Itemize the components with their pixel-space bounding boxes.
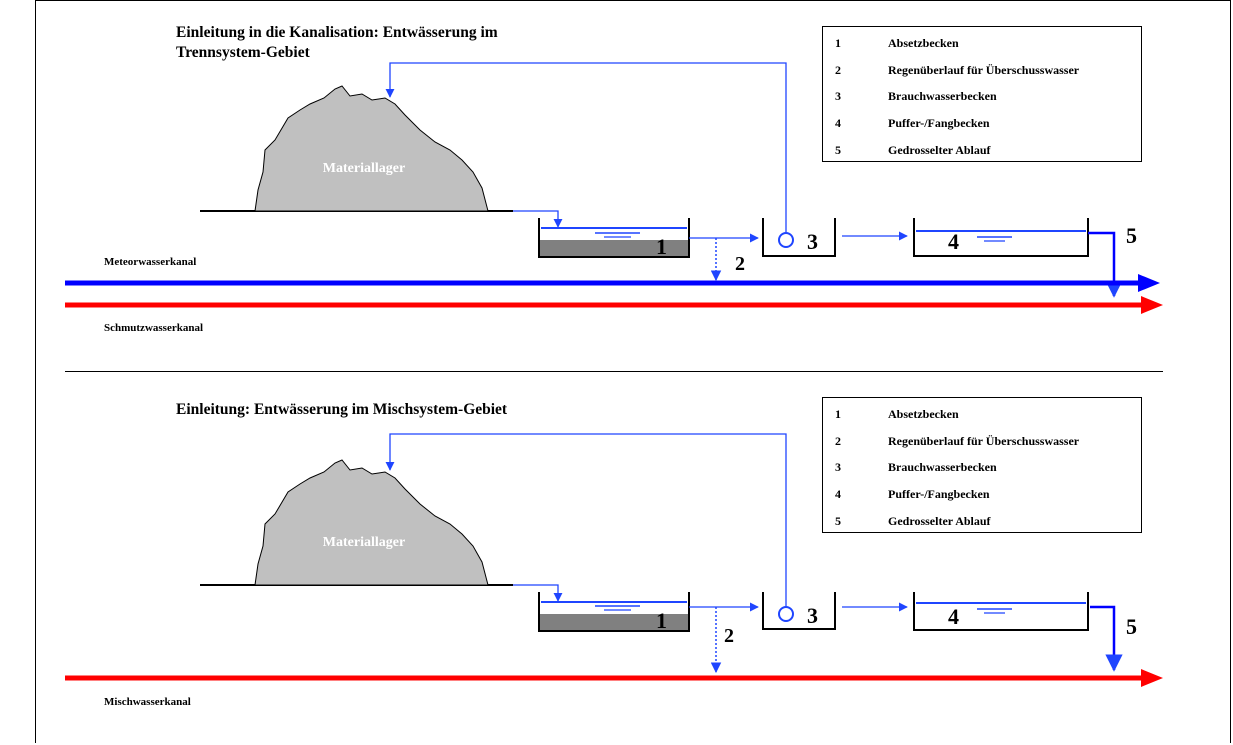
service-water-tank [762, 592, 836, 630]
legend-row: 4 Puffer-/Fangbecken [823, 481, 1141, 508]
legend-row: 1 Absetzbecken [823, 401, 1141, 428]
legend-label: Brauchwasserbecken [888, 89, 997, 104]
service-water-tank [762, 218, 836, 257]
legend-number: 4 [835, 115, 841, 130]
marker-3: 3 [807, 229, 818, 254]
stockpile-label: Materiallager [323, 161, 405, 176]
legend-label: Brauchwasserbecken [888, 460, 997, 475]
legend-label: Gedrosselter Ablauf [888, 513, 991, 528]
sediment-layer [539, 240, 689, 256]
return-line [385, 433, 787, 606]
legend-label: Absetzbecken [888, 35, 959, 50]
legend-label: Absetzbecken [888, 406, 959, 421]
marker-2: 2 [724, 625, 734, 647]
legend-row: 4 Puffer-/Fangbecken [823, 110, 1141, 137]
marker-4: 4 [948, 229, 959, 254]
pump-icon [778, 606, 794, 622]
legend-number: 2 [835, 62, 841, 77]
legend-label: Puffer-/Fangbecken [888, 115, 990, 130]
bottom-title: Einleitung: Entwässerung im Mischsystem-… [176, 401, 508, 418]
legend-row: 3 Brauchwasserbecken [823, 454, 1141, 481]
legend-row: 2 Regenüberlauf für Überschusswasser [823, 57, 1141, 84]
buffer-tank [913, 218, 1089, 257]
legend-label: Regenüberlauf für Überschusswasser [888, 62, 1080, 77]
marker-4: 4 [948, 604, 959, 629]
top-title-line2: Trennsystem-Gebiet [176, 44, 310, 61]
legend-number: 2 [835, 433, 841, 448]
legend-number: 5 [835, 513, 841, 528]
marker-5: 5 [1126, 614, 1137, 639]
stockpile-label: Materiallager [323, 535, 405, 550]
marker-2: 2 [735, 253, 745, 275]
legend-number: 3 [835, 460, 841, 475]
legend-number: 5 [835, 142, 841, 157]
legend-row: 5 Gedrosselter Ablauf [823, 508, 1141, 535]
marker-1: 1 [656, 234, 667, 259]
marker-5: 5 [1126, 223, 1137, 248]
meteor-channel-arrowhead [1138, 274, 1160, 292]
sediment-layer [539, 614, 689, 630]
marker-3: 3 [807, 603, 818, 628]
legend-number: 1 [835, 406, 841, 421]
inflow-line [513, 210, 563, 228]
meteor-channel-label: Meteorwasserkanal [104, 256, 197, 268]
buffer-tank [913, 592, 1089, 631]
marker-1: 1 [656, 608, 667, 633]
throttled-outlet [1090, 605, 1123, 672]
sewage-channel-arrowhead [1141, 296, 1163, 314]
stockpile-shape [254, 85, 489, 212]
settling-tank [538, 592, 690, 632]
legend-top: 1 Absetzbecken 2 Regenüberlauf für Übersch… [822, 26, 1142, 162]
diagram-frame [35, 0, 1231, 743]
legend-bottom: 1 Absetzbecken 2 Regenüberlauf für Übersch… [822, 397, 1142, 533]
legend-label: Puffer-/Fangbecken [888, 486, 990, 501]
legend-number: 3 [835, 89, 841, 104]
legend-number: 1 [835, 35, 841, 50]
bottom-scheme: Materiallager 1 2 3 4 5 [65, 433, 1163, 687]
section-divider [65, 371, 1163, 372]
combined-channel-arrowhead [1141, 669, 1163, 687]
sewage-channel-label: Schmutzwasserkanal [104, 322, 204, 334]
legend-number: 4 [835, 486, 841, 501]
top-scheme: Materiallager 1 2 3 4 5 [65, 62, 1163, 314]
throttled-outlet [1088, 231, 1123, 298]
return-line [385, 62, 787, 232]
legend-row: 2 Regenüberlauf für Überschusswasser [823, 428, 1141, 455]
pump-icon [778, 232, 794, 248]
top-title-line1: Einleitung in die Kanalisation: Entwässe… [176, 24, 498, 41]
legend-row: 3 Brauchwasserbecken [823, 83, 1141, 110]
inflow-line [513, 584, 563, 602]
legend-label: Regenüberlauf für Überschusswasser [888, 433, 1080, 448]
combined-channel-label: Mischwasserkanal [104, 696, 191, 708]
legend-label: Gedrosselter Ablauf [888, 142, 991, 157]
stockpile-shape [254, 459, 489, 586]
legend-row: 5 Gedrosselter Ablauf [823, 137, 1141, 164]
top-title: Einleitung in die Kanalisation: Entwässe… [176, 23, 498, 63]
legend-row: 1 Absetzbecken [823, 30, 1141, 57]
